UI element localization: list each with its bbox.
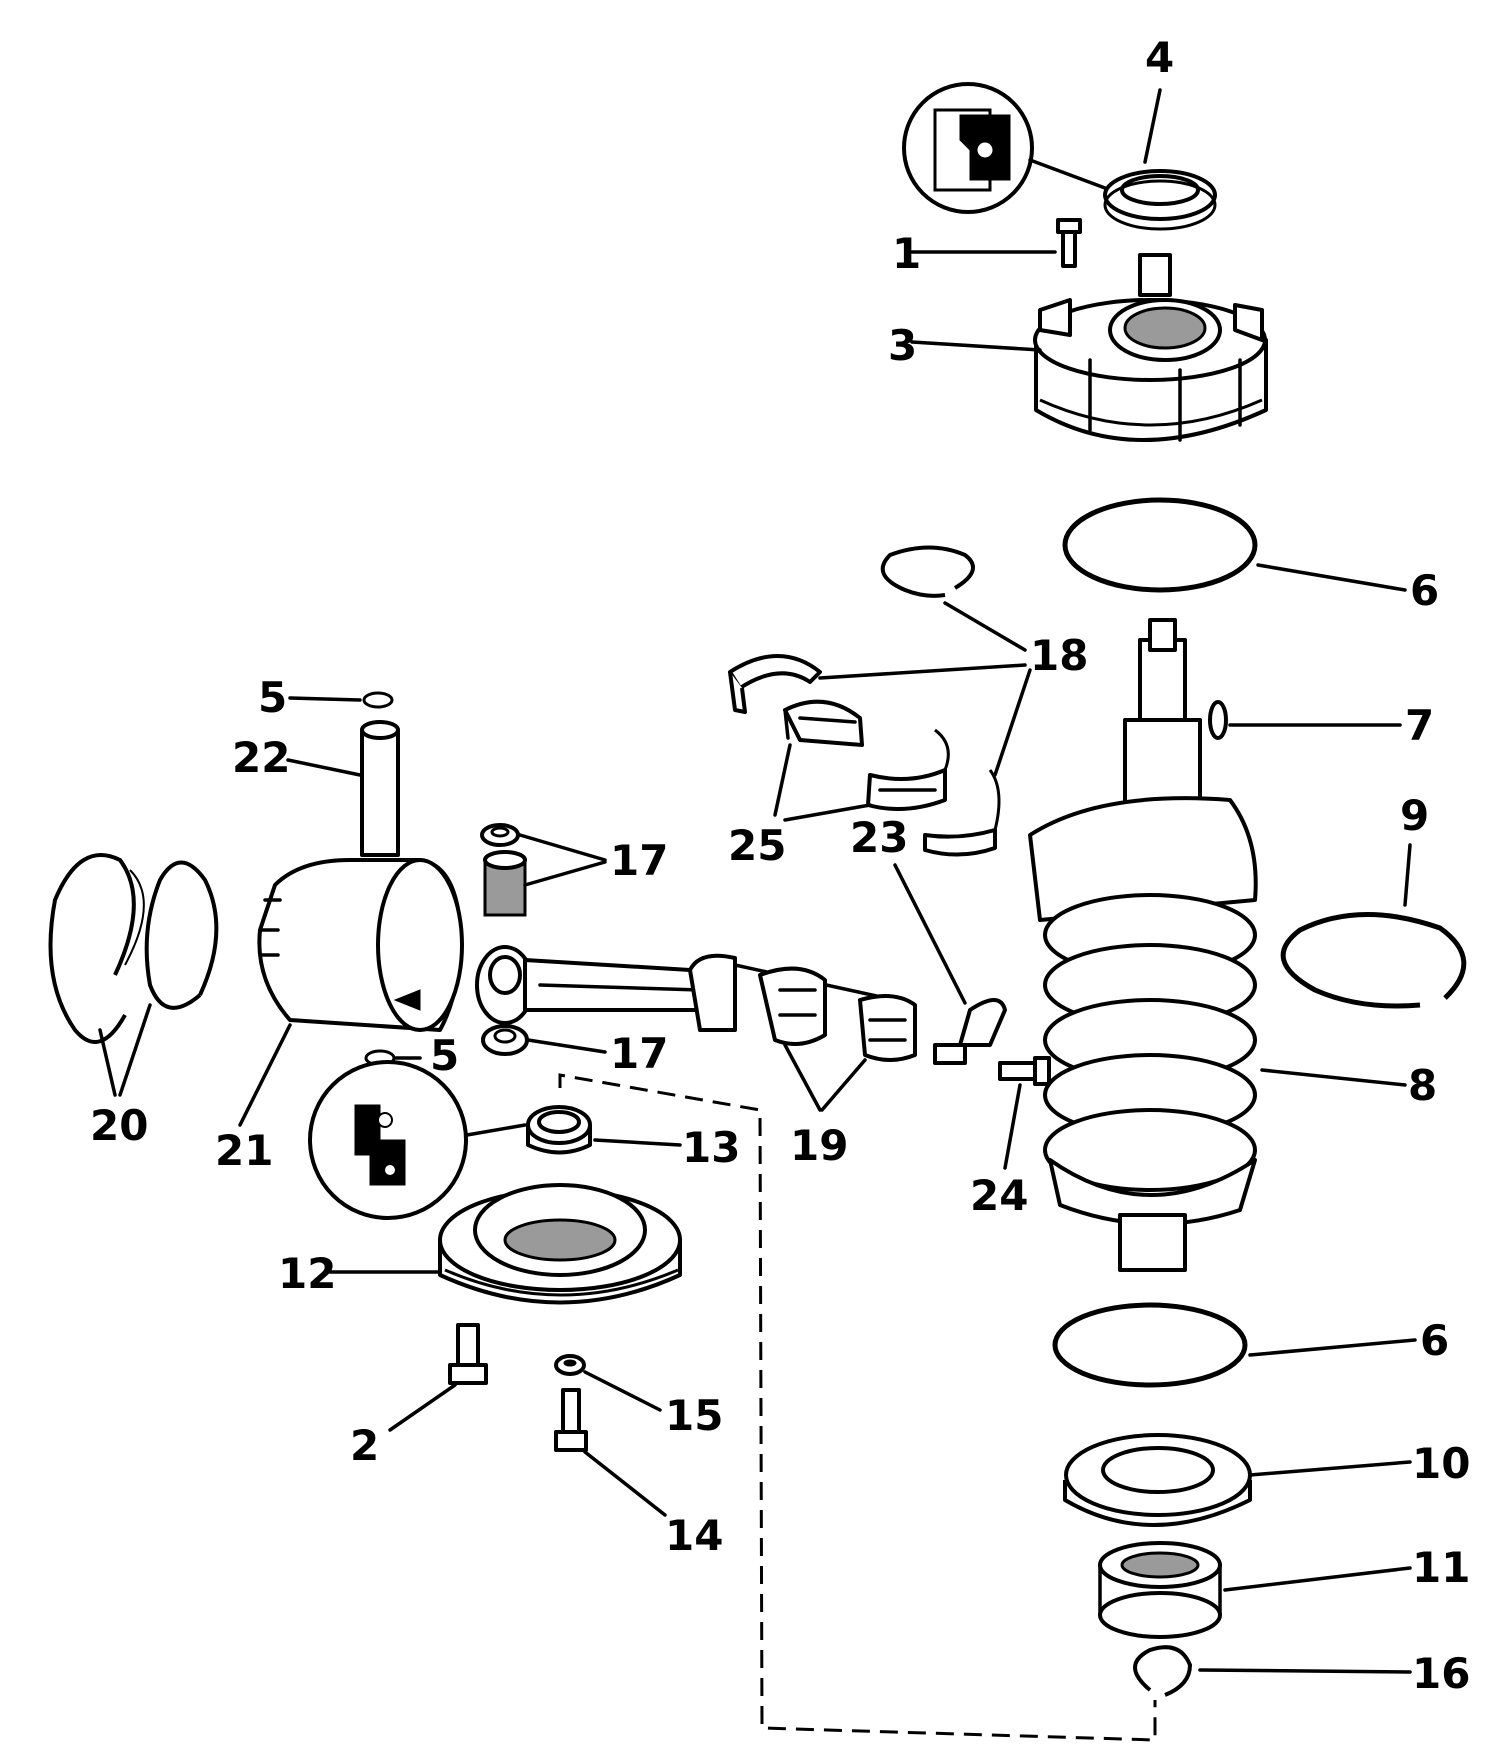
part-bolt-2	[388, 1323, 488, 1432]
callout-21: 21	[215, 1126, 273, 1175]
part-key-7	[1208, 700, 1402, 740]
part-o-ring-6-lower	[1052, 1302, 1417, 1388]
part-o-ring-6-upper	[1062, 497, 1407, 593]
callout-20: 20	[90, 1101, 148, 1150]
callout-1: 1	[892, 229, 921, 278]
part-needle-bearing-25-left	[783, 699, 864, 747]
callout-6-bottom: 6	[1420, 1316, 1449, 1365]
callout-13: 13	[682, 1123, 740, 1172]
part-washer-15	[554, 1354, 662, 1412]
seal-detail-inset-top	[902, 82, 1107, 214]
part-retaining-ring-9	[1280, 843, 1467, 1009]
callout-2: 2	[350, 1421, 379, 1470]
callout-7: 7	[1405, 701, 1434, 750]
part-ball-bearing-11	[1098, 1541, 1412, 1639]
part-piston-rings-20	[48, 853, 219, 1097]
callout-9: 9	[1400, 791, 1429, 840]
leaders-18	[818, 601, 1032, 777]
seal-detail-inset-bottom	[308, 1060, 527, 1220]
part-bearing-cage-19-right	[858, 994, 917, 1062]
part-snap-ring-18	[880, 545, 975, 598]
part-rod-cap-23	[893, 863, 1007, 1065]
part-rod-bolt-24	[998, 1056, 1051, 1170]
part-screw-14	[554, 1388, 667, 1517]
part-upper-bearing-housing-3	[910, 253, 1268, 442]
part-screw-1	[910, 218, 1082, 268]
dashed-leader-13-to-16	[558, 1073, 1157, 1742]
callout-11: 11	[1412, 1543, 1470, 1592]
part-lower-bearing-housing-12	[328, 1183, 682, 1305]
part-seal-13	[526, 1105, 682, 1155]
part-needle-cage-17	[483, 850, 527, 917]
callout-5-top: 5	[258, 673, 287, 722]
callout-24: 24	[970, 1171, 1028, 1220]
part-crankshaft-8	[1028, 618, 1407, 1272]
callout-4: 4	[1145, 33, 1174, 82]
part-connecting-rod	[475, 945, 897, 1032]
leaders-17	[518, 833, 607, 1054]
callout-23: 23	[850, 813, 908, 862]
callout-10: 10	[1412, 1439, 1470, 1488]
part-piston-21	[238, 858, 464, 1127]
callout-15: 15	[665, 1391, 723, 1440]
callout-19: 19	[790, 1121, 848, 1170]
part-snap-ring-16	[1133, 1645, 1412, 1697]
part-bearing-half-18-top	[728, 654, 822, 714]
leaders-19	[783, 1043, 867, 1112]
callout-8: 8	[1408, 1061, 1437, 1110]
callout-18: 18	[1030, 631, 1088, 680]
callout-5-bottom: 5	[430, 1031, 459, 1080]
part-bearing-half-18-bottom	[923, 769, 1001, 857]
part-washer-17-bottom	[481, 1024, 529, 1056]
leaders-25	[773, 743, 872, 822]
callout-17-bottom: 17	[610, 1029, 668, 1078]
callout-22: 22	[232, 733, 290, 782]
part-plate-10	[1063, 1433, 1412, 1527]
part-washer-17-top	[480, 823, 520, 847]
part-seal-4	[1103, 88, 1217, 231]
callout-6-top: 6	[1410, 566, 1439, 615]
callout-12: 12	[278, 1249, 336, 1298]
callout-3: 3	[888, 321, 917, 370]
part-needle-bearing-25-right	[866, 728, 950, 811]
callout-17-top: 17	[610, 836, 668, 885]
callout-14: 14	[665, 1511, 723, 1560]
part-lock-ring-5-top	[288, 691, 394, 709]
callout-25: 25	[728, 821, 786, 870]
part-bearing-cage-19-left	[758, 966, 827, 1046]
callout-16: 16	[1412, 1649, 1470, 1698]
callout-numbers: 1 2 3 4 5 5 6 6 7 8 9 10 11 12 13 14 15 …	[90, 33, 1470, 1698]
part-wrist-pin-22	[286, 720, 400, 857]
